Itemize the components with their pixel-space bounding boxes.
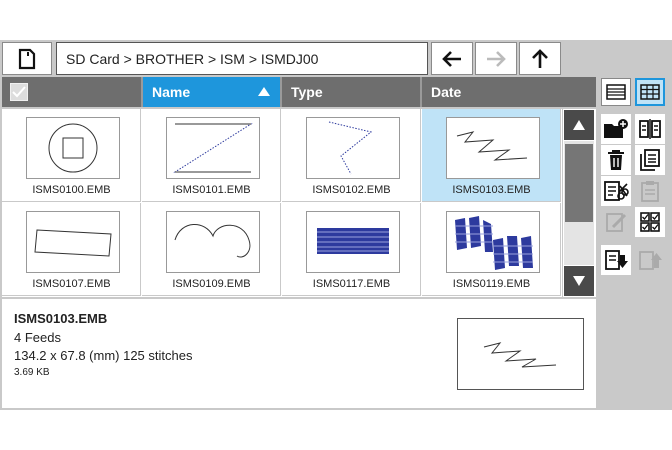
file-name: ISMS0119.EMB bbox=[452, 278, 531, 290]
select-all-icon bbox=[640, 212, 660, 232]
sort-ascending-icon bbox=[258, 87, 270, 96]
copy-button[interactable] bbox=[635, 145, 665, 175]
scroll-thumb[interactable] bbox=[565, 144, 593, 222]
column-divider bbox=[420, 77, 422, 107]
detail-dimensions: 134.2 x 67.8 (mm) 125 stitches bbox=[14, 348, 193, 363]
detail-file-size: 3.69 KB bbox=[14, 367, 50, 378]
triangle-up-icon bbox=[573, 120, 585, 130]
save-to-machine-button[interactable] bbox=[601, 245, 631, 275]
file-grid: ISMS0100.EMB ISMS0101.EMB ISMS0102.EMB I… bbox=[2, 109, 562, 297]
scroll-track[interactable] bbox=[564, 141, 594, 265]
file-name: ISMS0109.EMB bbox=[172, 278, 251, 290]
scroll-down-button[interactable] bbox=[564, 266, 594, 296]
file-item[interactable]: ISMS0102.EMB bbox=[282, 109, 421, 202]
export-button[interactable] bbox=[635, 245, 665, 275]
grid-view-button[interactable] bbox=[635, 78, 665, 106]
sd-card-button[interactable] bbox=[2, 42, 52, 75]
file-name: ISMS0102.EMB bbox=[312, 184, 391, 196]
properties-icon bbox=[639, 119, 661, 139]
arrow-left-icon bbox=[442, 50, 461, 67]
detail-feeds: 4 Feeds bbox=[14, 330, 61, 345]
detail-file-name: ISMS0103.EMB bbox=[14, 311, 108, 326]
delete-button[interactable] bbox=[601, 145, 631, 175]
copy-icon bbox=[640, 149, 660, 171]
file-item-selected[interactable]: ISMS0103.EMB bbox=[422, 109, 561, 202]
file-thumbnail bbox=[26, 117, 120, 179]
column-type[interactable]: Type bbox=[282, 77, 420, 107]
cut-button[interactable] bbox=[601, 176, 631, 206]
check-icon bbox=[12, 86, 26, 98]
file-item[interactable]: ISMS0119.EMB bbox=[422, 203, 561, 296]
select-all-button[interactable] bbox=[635, 207, 665, 237]
file-item[interactable]: ISMS0107.EMB bbox=[2, 203, 141, 296]
arrow-right-icon bbox=[487, 50, 506, 67]
scroll-up-button[interactable] bbox=[564, 110, 594, 140]
file-thumbnail bbox=[166, 117, 260, 179]
column-divider bbox=[141, 77, 143, 107]
triangle-down-icon bbox=[573, 276, 585, 286]
file-name: ISMS0117.EMB bbox=[312, 278, 391, 290]
delete-icon bbox=[608, 150, 624, 170]
rename-icon bbox=[606, 213, 627, 232]
file-thumbnail bbox=[26, 211, 120, 273]
column-divider bbox=[280, 77, 282, 107]
up-button[interactable] bbox=[519, 42, 561, 75]
file-name: ISMS0101.EMB bbox=[172, 184, 251, 196]
file-name: ISMS0103.EMB bbox=[452, 184, 531, 196]
file-details-panel: ISMS0103.EMB 4 Feeds 134.2 x 67.8 (mm) 1… bbox=[2, 299, 596, 408]
column-name[interactable]: Name bbox=[143, 77, 280, 107]
file-item[interactable]: ISMS0100.EMB bbox=[2, 109, 141, 202]
paste-icon bbox=[641, 181, 659, 202]
detail-preview bbox=[457, 318, 584, 390]
grid-view-icon bbox=[640, 84, 660, 100]
list-view-button[interactable] bbox=[601, 78, 631, 106]
column-date-label: Date bbox=[431, 84, 462, 100]
back-button[interactable] bbox=[431, 42, 473, 75]
file-thumbnail bbox=[446, 211, 540, 273]
properties-button[interactable] bbox=[635, 114, 665, 144]
file-item[interactable]: ISMS0101.EMB bbox=[142, 109, 281, 202]
list-view-icon bbox=[606, 84, 626, 100]
forward-button[interactable] bbox=[475, 42, 517, 75]
file-item[interactable]: ISMS0109.EMB bbox=[142, 203, 281, 296]
file-thumbnail bbox=[306, 117, 400, 179]
column-header-row: Name Type Date bbox=[2, 77, 596, 107]
file-thumbnail bbox=[306, 211, 400, 273]
column-type-label: Type bbox=[291, 84, 323, 100]
file-name: ISMS0107.EMB bbox=[32, 278, 111, 290]
export-icon bbox=[639, 251, 662, 270]
path-breadcrumb[interactable]: SD Card > BROTHER > ISM > ISMDJ00 bbox=[56, 42, 428, 75]
new-folder-button[interactable] bbox=[601, 114, 631, 144]
new-folder-icon bbox=[604, 119, 628, 138]
sd-card-icon bbox=[18, 48, 36, 69]
rename-button[interactable] bbox=[601, 207, 631, 237]
file-name: ISMS0100.EMB bbox=[32, 184, 111, 196]
vertical-scrollbar[interactable] bbox=[563, 109, 596, 297]
arrow-up-icon bbox=[532, 48, 548, 68]
file-thumbnail bbox=[446, 117, 540, 179]
file-item[interactable]: ISMS0117.EMB bbox=[282, 203, 421, 296]
cut-icon bbox=[604, 181, 629, 201]
column-date[interactable]: Date bbox=[422, 77, 562, 107]
paste-button[interactable] bbox=[635, 176, 665, 206]
file-thumbnail bbox=[166, 211, 260, 273]
column-name-label: Name bbox=[152, 84, 191, 100]
select-all-checkbox[interactable] bbox=[10, 83, 28, 101]
save-icon bbox=[605, 250, 628, 270]
